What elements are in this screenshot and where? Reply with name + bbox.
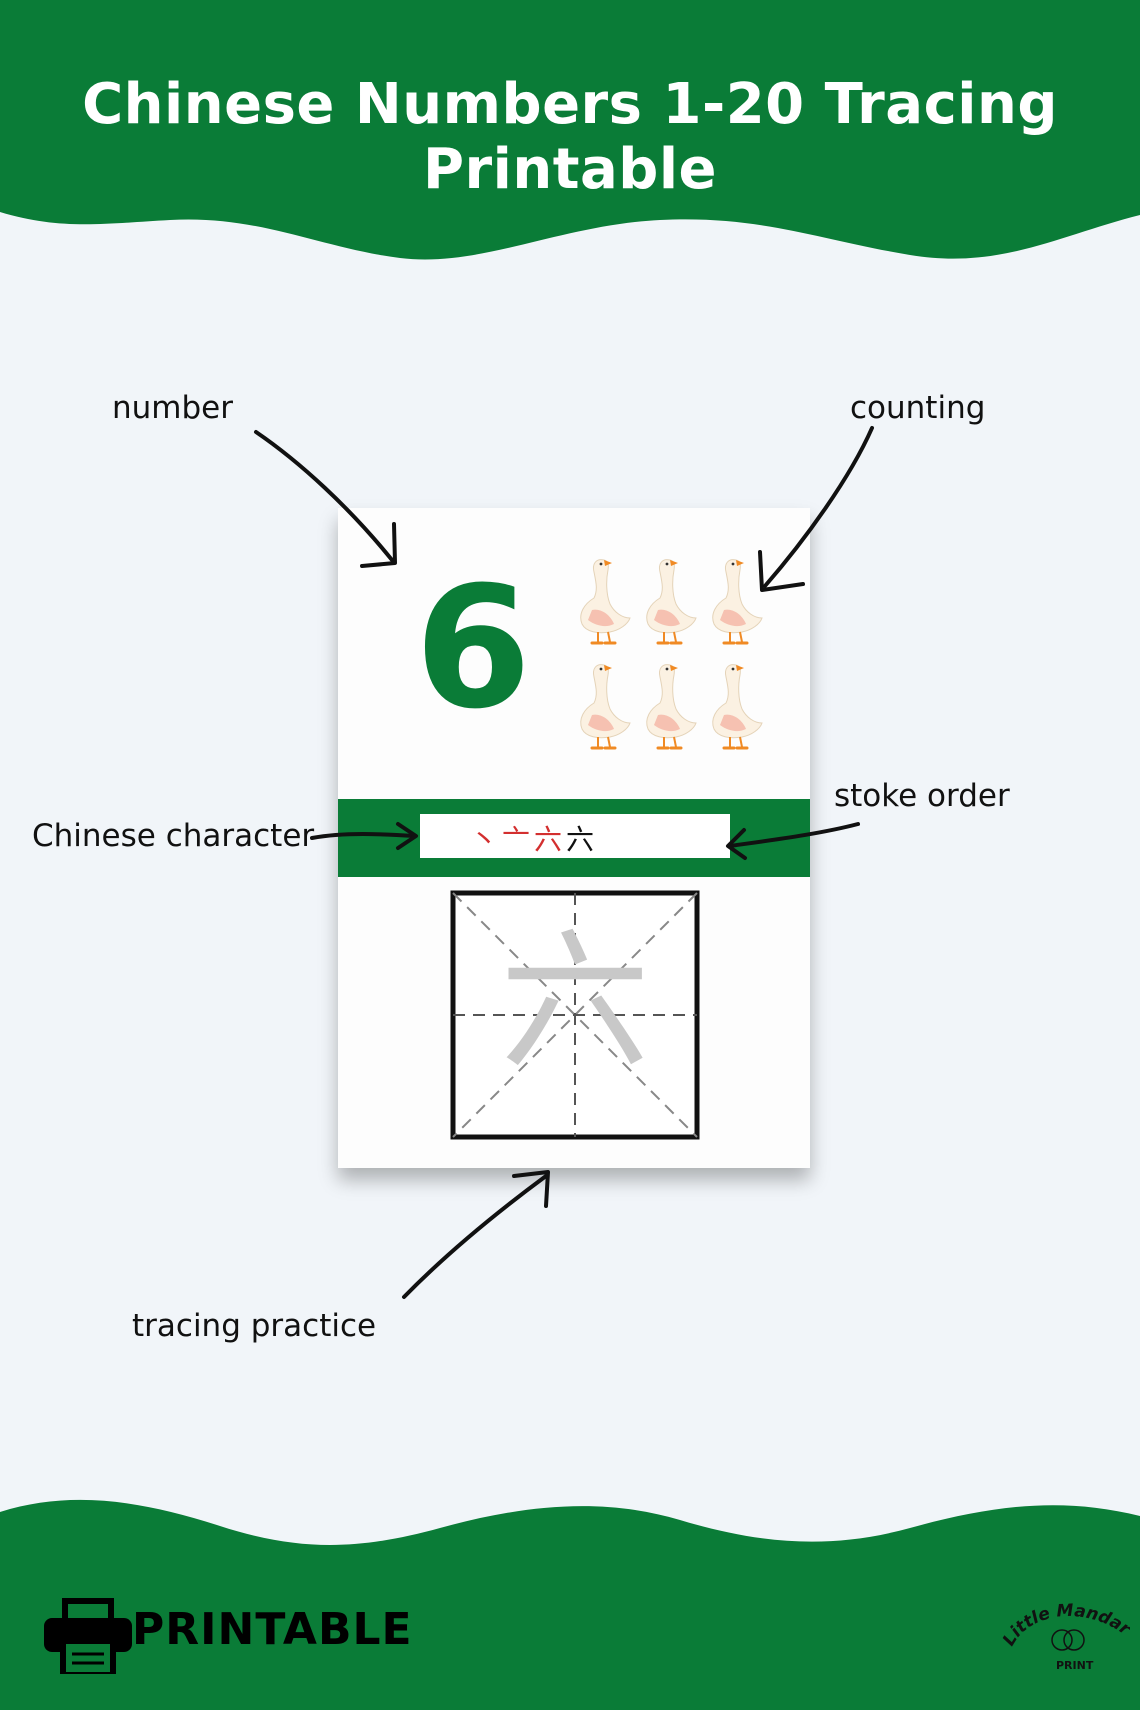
svg-text:PRINT: PRINT <box>1056 1659 1094 1672</box>
stroke-step-3: 六 <box>534 823 563 856</box>
stroke-step-4: 六 <box>566 823 595 856</box>
little-mandarin-logo: Little Mandarin PRINT <box>1000 1595 1130 1672</box>
callout-tracing-practice-label: tracing practice <box>132 1308 377 1344</box>
arrow-tracing-icon <box>402 1170 550 1299</box>
arrow-stroke-order-icon <box>726 822 860 860</box>
header-banner <box>0 0 1140 260</box>
footer-banner <box>0 1499 1140 1710</box>
callout-chinese-character-label: Chinese character <box>32 818 315 854</box>
stroke-step-2: 亠 <box>502 823 531 856</box>
svg-text:Little Mandarin: Little Mandarin <box>1000 1595 1130 1649</box>
card-number: 6 <box>414 550 532 746</box>
callout-stroke-order-label: stoke order <box>834 778 1010 814</box>
printer-icon <box>44 1598 132 1674</box>
trace-character: 六 <box>499 916 650 1090</box>
callout-counting-label: counting <box>850 390 986 426</box>
tracing-grid: 六 <box>450 890 700 1140</box>
callout-number-label: number <box>112 390 233 426</box>
arrow-character-icon <box>310 822 418 850</box>
page-title: Chinese Numbers 1-20 Tracing Printable <box>82 72 1058 202</box>
tracing-grid-lines <box>450 890 700 1140</box>
stroke-order-strip: 丶 亠 六 六 <box>420 814 730 858</box>
arrow-counting-icon <box>758 426 874 592</box>
printable-label: PRINTABLE <box>132 1604 413 1655</box>
stroke-step-1: 丶 <box>470 823 499 856</box>
arrow-number-icon <box>254 430 397 568</box>
flashcard-preview: 6 丶 亠 六 六 <box>338 508 810 1168</box>
